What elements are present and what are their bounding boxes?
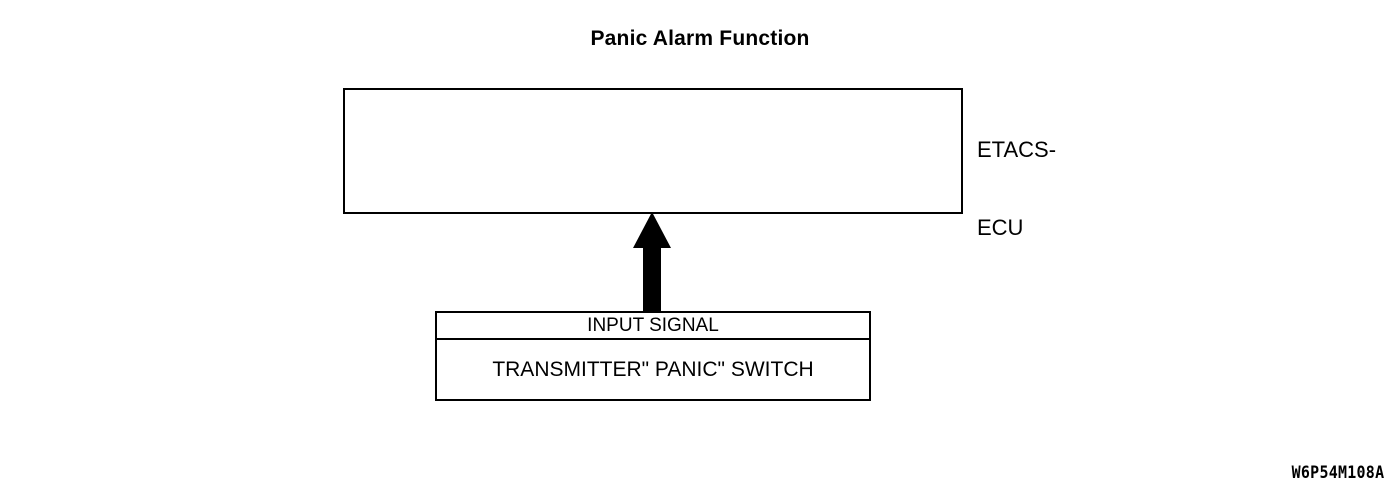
figure-reference-code: W6P54M108A xyxy=(1291,463,1384,483)
input-signal-header: INPUT SIGNAL xyxy=(437,313,869,340)
input-signal-item-label: TRANSMITTER" PANIC" SWITCH xyxy=(492,357,814,381)
input-signal-block: INPUT SIGNAL TRANSMITTER" PANIC" SWITCH xyxy=(435,311,871,401)
etacs-ecu-label-line2: ECU xyxy=(977,215,1024,240)
etacs-ecu-box xyxy=(343,88,963,214)
input-signal-row: TRANSMITTER" PANIC" SWITCH xyxy=(437,340,869,399)
etacs-ecu-label: ETACS- ECU xyxy=(977,85,1056,293)
page-title-text: Panic Alarm Function xyxy=(590,27,810,50)
input-signal-arrow xyxy=(630,212,674,312)
arrow-up-icon xyxy=(633,212,671,312)
input-signal-header-label: INPUT SIGNAL xyxy=(587,314,719,336)
arrow-up-shape xyxy=(633,212,671,312)
page-title: Panic Alarm Function xyxy=(0,26,1400,52)
etacs-ecu-label-line1: ETACS- xyxy=(977,137,1057,162)
